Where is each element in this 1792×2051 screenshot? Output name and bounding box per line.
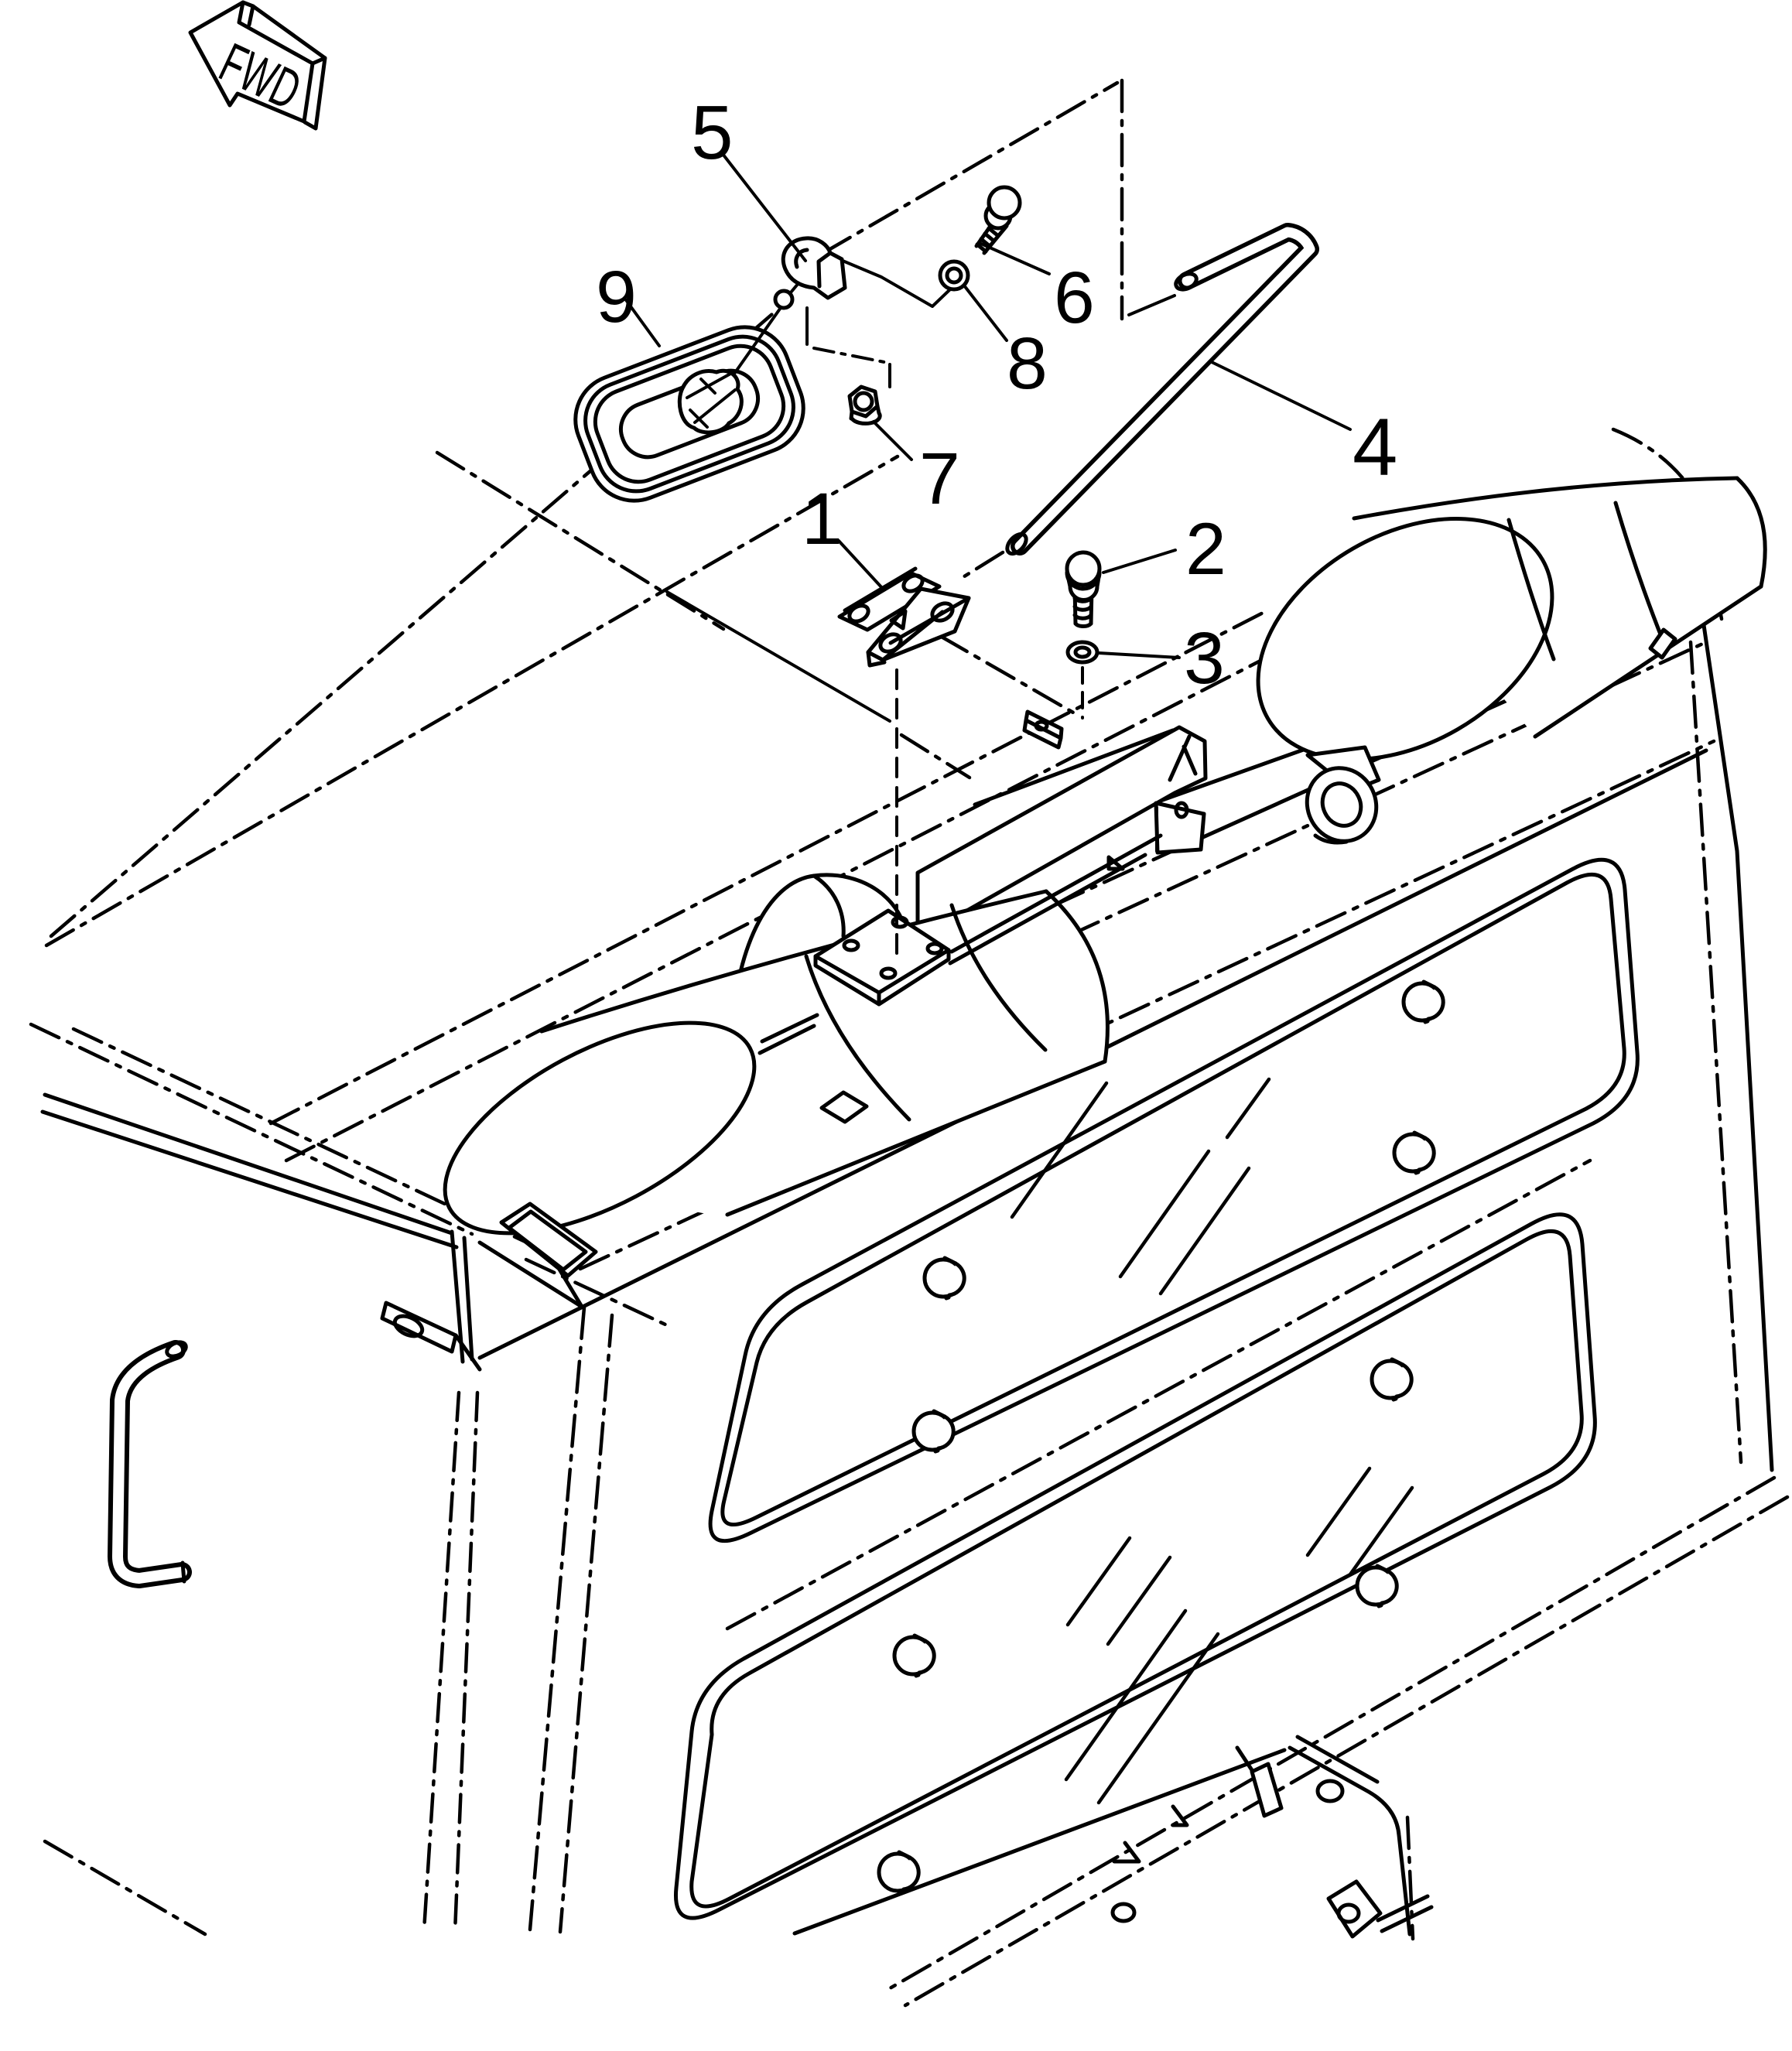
svg-text:1: 1: [802, 478, 843, 560]
svg-text:2: 2: [1185, 508, 1226, 590]
svg-text:8: 8: [1007, 323, 1048, 405]
svg-text:5: 5: [691, 90, 734, 175]
svg-text:3: 3: [1184, 617, 1225, 699]
svg-text:4: 4: [1353, 402, 1397, 493]
svg-text:6: 6: [1054, 257, 1095, 339]
svg-text:9: 9: [596, 256, 637, 338]
svg-text:7: 7: [919, 438, 960, 520]
